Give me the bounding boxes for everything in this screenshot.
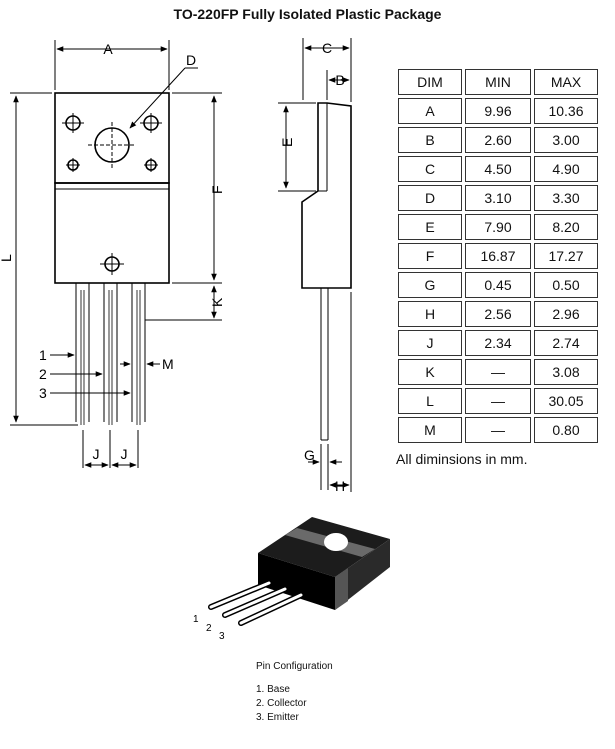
label-L: L	[0, 254, 14, 262]
cell-max: 30.05	[534, 388, 598, 414]
list-item: 2. Collector	[256, 698, 307, 709]
pin-label-1: 1	[193, 614, 199, 625]
label-F: F	[209, 185, 225, 194]
header-dim: DIM	[398, 69, 462, 95]
lead-2	[103, 283, 118, 425]
label-G: G	[304, 447, 315, 463]
package-3d-illustration: 1 2 3	[193, 517, 390, 642]
label-H: H	[335, 478, 345, 494]
cell-min: 3.10	[465, 185, 531, 211]
cell-dim: B	[398, 127, 462, 153]
cell-dim: G	[398, 272, 462, 298]
cell-max: 0.50	[534, 272, 598, 298]
cell-dim: L	[398, 388, 462, 414]
cell-dim: D	[398, 185, 462, 211]
label-E: E	[279, 138, 295, 147]
list-item: 1. Base	[256, 684, 290, 695]
cell-dim: J	[398, 330, 462, 356]
cell-min: 9.96	[465, 98, 531, 124]
label-J-2: J	[121, 446, 128, 462]
header-min: MIN	[465, 69, 531, 95]
pin-label-3: 3	[219, 631, 225, 642]
cell-min: 2.56	[465, 301, 531, 327]
cell-max: 2.74	[534, 330, 598, 356]
cell-dim: C	[398, 156, 462, 182]
cell-dim: H	[398, 301, 462, 327]
cell-max: 10.36	[534, 98, 598, 124]
cell-max: 0.80	[534, 417, 598, 443]
label-K: K	[209, 297, 225, 307]
list-item: 3. Emitter	[256, 712, 299, 723]
cell-dim: F	[398, 243, 462, 269]
pin-config-title: Pin Configuration	[256, 661, 333, 672]
header-max: MAX	[534, 69, 598, 95]
table-header-row: DIM MIN MAX	[398, 69, 598, 95]
cell-min: 7.90	[465, 214, 531, 240]
cell-dim: E	[398, 214, 462, 240]
cell-max: 8.20	[534, 214, 598, 240]
package-body	[54, 182, 170, 284]
label-J-1: J	[93, 446, 100, 462]
pin-config-list: 1. Base 2. Collector 3. Emitter	[256, 683, 307, 725]
table-row: L—30.05	[398, 388, 598, 414]
cell-min: 4.50	[465, 156, 531, 182]
cell-max: 17.27	[534, 243, 598, 269]
cell-max: 2.96	[534, 301, 598, 327]
label-C: C	[322, 40, 332, 56]
cell-dim: M	[398, 417, 462, 443]
cell-min: —	[465, 417, 531, 443]
label-pin-3: 3	[39, 385, 47, 401]
cell-max: 3.00	[534, 127, 598, 153]
table-row: K—3.08	[398, 359, 598, 385]
cell-min: —	[465, 359, 531, 385]
label-D: D	[186, 52, 196, 68]
cell-min: 0.45	[465, 272, 531, 298]
label-B: B	[335, 72, 344, 88]
pin-label-2: 2	[206, 623, 212, 634]
cell-min: —	[465, 388, 531, 414]
page-title: TO-220FP Fully Isolated Plastic Package	[173, 6, 442, 22]
cell-max: 3.30	[534, 185, 598, 211]
cell-min: 2.60	[465, 127, 531, 153]
label-pin-2: 2	[39, 366, 47, 382]
label-A: A	[103, 41, 113, 57]
cell-min: 2.34	[465, 330, 531, 356]
lead-1	[75, 283, 90, 425]
front-view-drawing: A D L F K M 1 2 3 J J	[0, 40, 225, 468]
units-note: All diminsions in mm.	[396, 451, 528, 467]
side-view-drawing: C B E G H	[278, 38, 352, 494]
table-row: M—0.80	[398, 417, 598, 443]
label-pin-1: 1	[39, 347, 47, 363]
cell-min: 16.87	[465, 243, 531, 269]
cell-max: 4.90	[534, 156, 598, 182]
cell-dim: A	[398, 98, 462, 124]
cell-dim: K	[398, 359, 462, 385]
lead-3	[131, 283, 146, 425]
cell-max: 3.08	[534, 359, 598, 385]
mounting-hole	[324, 533, 348, 551]
label-M: M	[162, 356, 174, 372]
